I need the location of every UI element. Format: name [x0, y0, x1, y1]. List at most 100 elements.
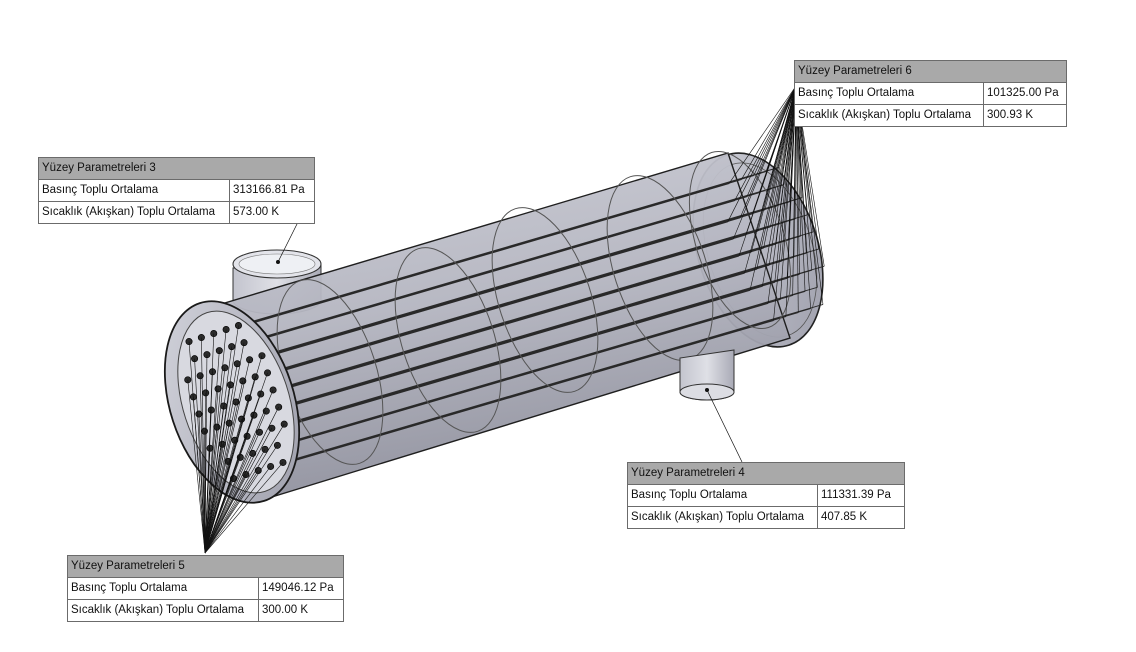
tube-bundle	[187, 167, 825, 479]
leader-line	[204, 424, 285, 554]
tube	[282, 303, 824, 463]
tube	[238, 167, 779, 326]
tube-hole	[264, 369, 272, 377]
param-value: 111331.39 Pa	[817, 484, 905, 507]
leader-line	[194, 358, 206, 554]
tube	[277, 286, 818, 446]
param-label: Basınç Toplu Ortalama	[38, 179, 230, 202]
leader-line	[204, 431, 206, 554]
leader-line	[204, 453, 253, 554]
leader-line	[770, 85, 797, 227]
leader-line	[204, 449, 266, 554]
surface-parameters-6-table: Yüzey Parametreleri 6 Basınç Toplu Ortal…	[794, 60, 1067, 127]
leader-line	[780, 85, 797, 300]
leader-line	[727, 85, 797, 222]
tube-hole	[258, 352, 266, 360]
leader-line	[774, 85, 797, 283]
leader-line	[204, 363, 238, 554]
param-label: Sıcaklık (Akışkan) Toplu Ortalama	[67, 599, 259, 622]
tube-hole	[273, 441, 281, 449]
surface-parameters-3-table: Yüzey Parametreleri 3 Basınç Toplu Ortal…	[38, 157, 315, 224]
surface-parameters-4-table: Yüzey Parametreleri 4 Basınç Toplu Ortal…	[627, 462, 905, 529]
leader-line	[198, 414, 206, 554]
tube-hole	[268, 424, 276, 432]
leader-line	[763, 85, 797, 249]
leader-line	[204, 367, 226, 554]
leader-line	[741, 85, 797, 180]
leader-line	[744, 85, 797, 274]
leader-line	[753, 85, 797, 176]
leader-line	[204, 462, 284, 554]
param-label: Sıcaklık (Akışkan) Toplu Ortalama	[627, 506, 818, 529]
leader-line	[768, 85, 797, 266]
leader-lines	[277, 221, 743, 463]
param-label: Basınç Toplu Ortalama	[67, 577, 259, 600]
leader-line	[204, 350, 220, 554]
param-value: 101325.00 Pa	[983, 82, 1067, 105]
param-value: 573.00 K	[229, 201, 315, 224]
param-label: Basınç Toplu Ortalama	[794, 82, 984, 105]
leader-line	[204, 388, 219, 554]
leader-line	[767, 85, 797, 304]
leader-line	[204, 401, 237, 554]
tube	[261, 197, 803, 357]
tube	[278, 248, 819, 408]
leader-line	[738, 85, 797, 257]
leader-line	[204, 478, 234, 554]
leader-line	[749, 85, 797, 291]
leader-line	[204, 461, 229, 554]
leader-line	[773, 85, 797, 321]
tube	[284, 265, 825, 425]
leader-line	[204, 444, 223, 554]
leader-line	[762, 85, 797, 287]
leader-line	[204, 359, 250, 554]
table-title: Yüzey Parametreleri 5	[67, 555, 344, 578]
tube	[243, 184, 785, 344]
leader-line	[756, 85, 797, 270]
leader-line	[204, 389, 274, 554]
leader-line	[204, 448, 211, 554]
leader-line	[204, 470, 259, 554]
leader-line	[199, 375, 206, 554]
tube-hole	[246, 356, 254, 364]
param-value: 407.85 K	[817, 506, 905, 529]
leader-line	[187, 379, 206, 554]
leader-line	[733, 85, 797, 240]
tube-hole	[280, 420, 288, 428]
leader-line	[204, 432, 260, 554]
param-value: 300.93 K	[983, 104, 1067, 127]
leader-line	[204, 427, 218, 554]
param-label: Sıcaklık (Akışkan) Toplu Ortalama	[794, 104, 984, 127]
tube	[272, 231, 814, 391]
param-value: 300.00 K	[258, 599, 344, 622]
table-title: Yüzey Parametreleri 6	[794, 60, 1067, 83]
leader-line	[204, 405, 224, 554]
bottom-outlet-nozzle	[679, 349, 735, 401]
surface-parameters-5-table: Yüzey Parametreleri 5 Basınç Toplu Ortal…	[67, 555, 344, 622]
tube-hole	[269, 386, 277, 394]
leader-line	[204, 423, 230, 554]
tube	[267, 214, 808, 374]
leader-lines-surface-5	[187, 325, 285, 554]
param-label: Sıcaklık (Akışkan) Toplu Ortalama	[38, 201, 230, 224]
param-value: 149046.12 Pa	[258, 577, 344, 600]
tube-hole	[275, 403, 283, 411]
leader-lines-surface-6	[727, 85, 825, 321]
leader-line	[746, 85, 797, 197]
leader-line	[204, 466, 271, 554]
leader-line	[204, 406, 279, 554]
param-value: 313166.81 Pa	[229, 179, 315, 202]
leader-line	[204, 445, 278, 554]
leader-line	[728, 85, 797, 184]
leader-line	[201, 337, 206, 554]
table-title: Yüzey Parametreleri 4	[627, 462, 905, 485]
leader-line	[204, 380, 244, 554]
table-title: Yüzey Parametreleri 3	[38, 157, 315, 180]
